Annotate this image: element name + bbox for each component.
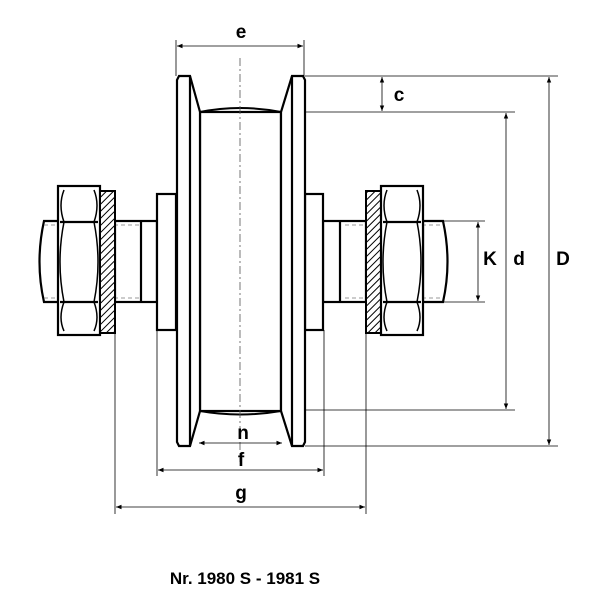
left-hub <box>155 192 178 332</box>
product-title: Nr. 1980 S - 1981 S <box>170 569 320 588</box>
right-nut <box>379 184 425 337</box>
right-washer <box>365 190 382 334</box>
label-g: g <box>235 483 247 504</box>
label-e: e <box>236 22 247 43</box>
label-d: d <box>513 249 525 270</box>
label-D: D <box>556 249 570 270</box>
right-hub <box>303 192 325 332</box>
extension-lines <box>114 40 558 514</box>
wheel <box>175 58 307 462</box>
left-washer <box>99 190 116 334</box>
left-nut <box>56 184 102 337</box>
label-c: c <box>394 85 405 106</box>
label-n: n <box>237 423 249 444</box>
label-f: f <box>238 450 245 471</box>
label-K: K <box>483 249 497 270</box>
